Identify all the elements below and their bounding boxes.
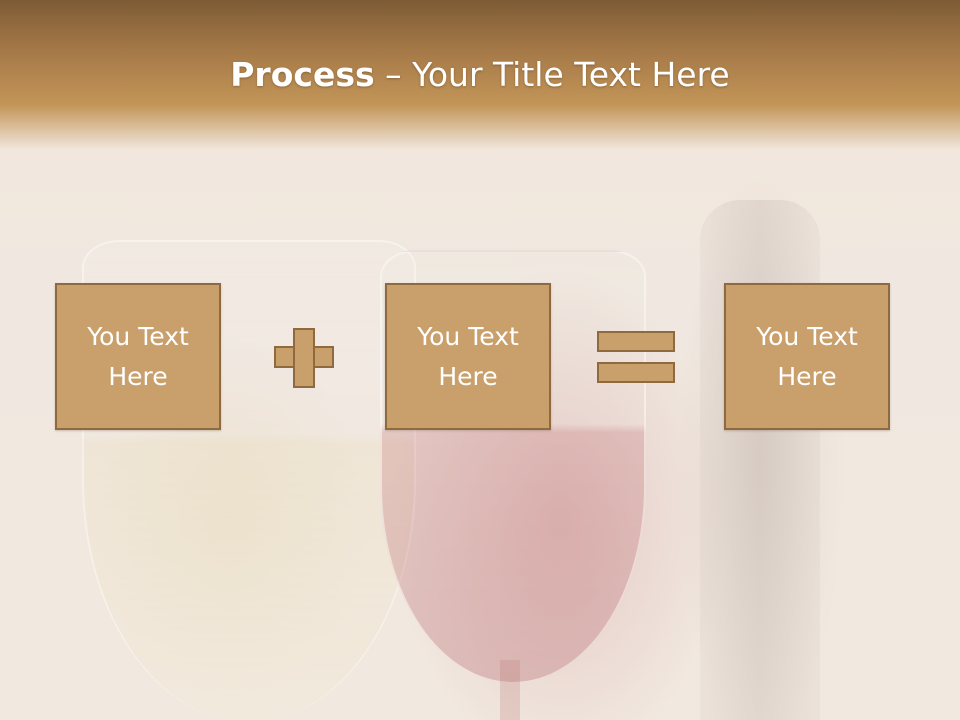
process-box-2-label: You Text Here bbox=[417, 321, 519, 391]
process-box-3-label: You Text Here bbox=[756, 321, 858, 391]
equals-icon bbox=[597, 331, 675, 383]
process-box-1-label: You Text Here bbox=[87, 321, 189, 391]
glass-stem-shape bbox=[500, 660, 520, 720]
slide-title[interactable]: Process – Your Title Text Here bbox=[0, 54, 960, 96]
process-box-3[interactable]: You Text Here bbox=[724, 283, 890, 430]
process-box-2[interactable]: You Text Here bbox=[385, 283, 551, 430]
process-box-1[interactable]: You Text Here bbox=[55, 283, 221, 430]
slide-title-bold: Process bbox=[230, 55, 375, 94]
title-band bbox=[0, 0, 960, 150]
slide-title-rest: – Your Title Text Here bbox=[374, 55, 730, 94]
plus-icon bbox=[274, 328, 334, 388]
